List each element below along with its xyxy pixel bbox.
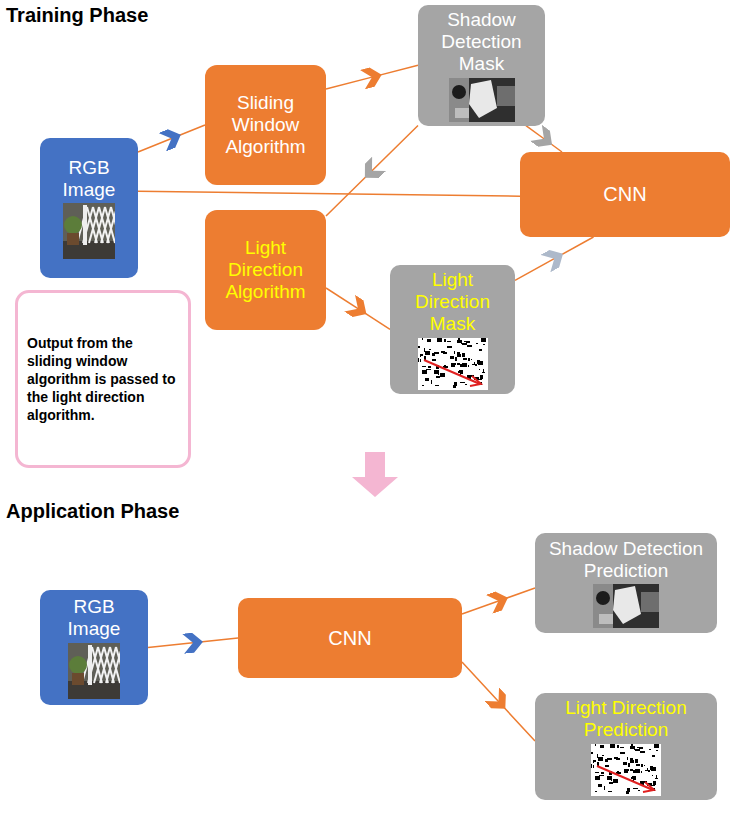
thumbnail-image (63, 203, 115, 259)
connector-arrow (148, 638, 238, 648)
connector-arrow (526, 126, 562, 152)
box-label: Shadow Detection Mask (423, 9, 540, 75)
connector-arrow (515, 237, 594, 280)
connector-arrow (326, 65, 418, 89)
output-box: Light Direction Mask (390, 265, 515, 394)
input-box: RGB Image (40, 138, 138, 278)
process-box: Light Direction Algorithm (205, 210, 326, 330)
box-label: Light Direction Mask (395, 269, 510, 335)
box-label: CNN (328, 627, 371, 650)
thumbnail-image (591, 744, 661, 796)
box-label: Light Direction Algorithm (210, 237, 321, 303)
callout-note: Output from the sliding window algorithm… (15, 290, 191, 468)
output-box: Shadow Detection Prediction (535, 533, 717, 633)
output-box: Light Direction Prediction (535, 693, 717, 800)
box-label: Light Direction Prediction (540, 697, 712, 741)
input-box: RGB Image (40, 590, 148, 705)
connector-arrow (462, 662, 535, 741)
connector-arrow (326, 126, 418, 216)
model-box: CNN (238, 598, 462, 678)
thumbnail-image (593, 584, 659, 628)
phase-heading: Training Phase (6, 4, 148, 27)
model-box: CNN (520, 152, 730, 237)
thumbnail-image (418, 338, 488, 390)
connector-arrow (138, 125, 205, 152)
phase-arrow (352, 452, 398, 497)
note-text: Output from the sliding window algorithm… (27, 334, 179, 425)
box-label: Sliding Window Algorithm (210, 92, 321, 158)
box-label: CNN (603, 183, 646, 206)
output-box: Shadow Detection Mask (418, 5, 545, 126)
box-label: RGB Image (45, 596, 143, 640)
process-box: Sliding Window Algorithm (205, 65, 326, 185)
phase-heading: Application Phase (6, 500, 179, 523)
box-label: RGB Image (45, 157, 133, 201)
connector-arrow (326, 288, 390, 329)
connector-arrow (138, 191, 520, 196)
thumbnail-image (68, 643, 120, 699)
box-label: Shadow Detection Prediction (540, 538, 712, 582)
connector-arrow (462, 588, 535, 614)
thumbnail-image (449, 78, 515, 122)
